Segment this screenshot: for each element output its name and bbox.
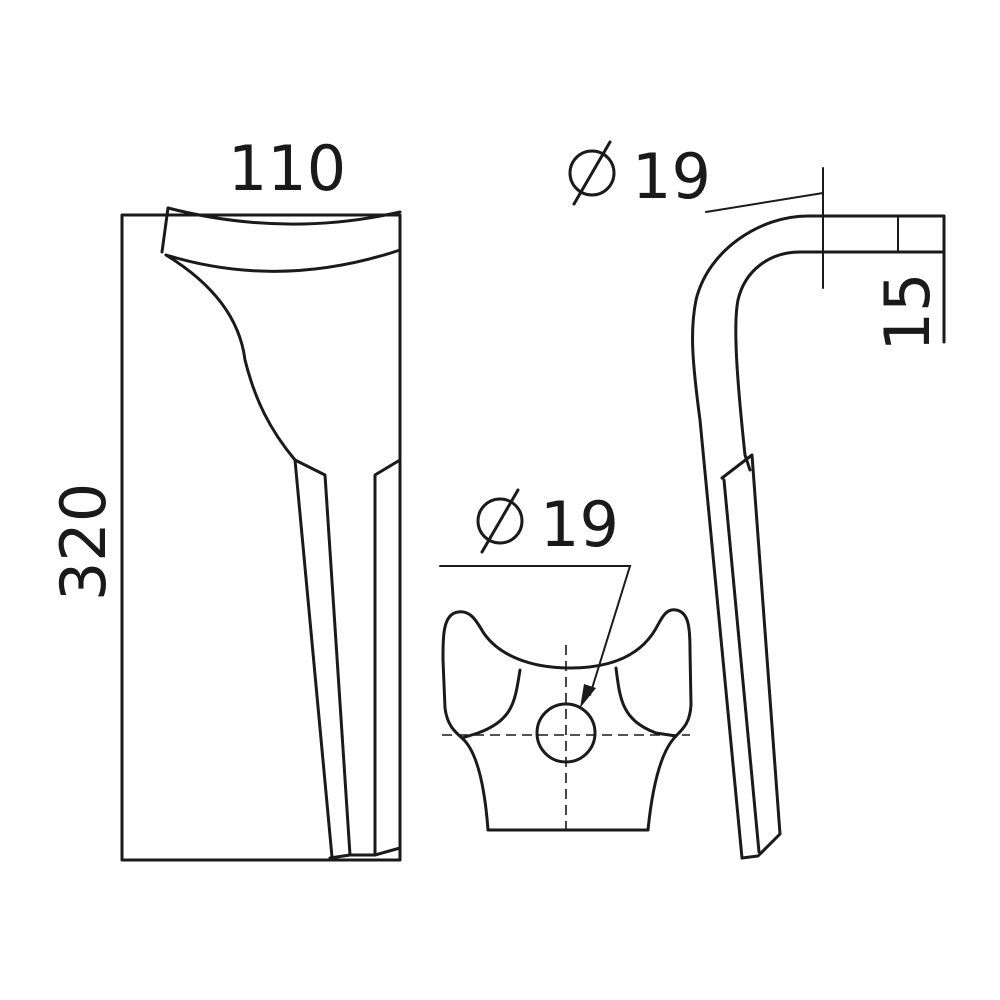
top-edge-upper bbox=[166, 206, 402, 226]
top-edge-lower bbox=[164, 248, 402, 273]
side-diameter-leader bbox=[705, 192, 824, 213]
side-blade-inner bbox=[722, 478, 761, 854]
width-dimension: 110 bbox=[228, 132, 346, 205]
side-outer-profile bbox=[691, 214, 946, 860]
blade-inner-left bbox=[293, 458, 334, 859]
end-view-outline bbox=[441, 608, 693, 832]
side-blade-bevel bbox=[720, 453, 782, 860]
height-dimension: 320 bbox=[47, 483, 120, 601]
offset-dimension: 15 bbox=[871, 273, 944, 352]
blade-left-profile bbox=[164, 253, 352, 860]
end-view: 19 bbox=[439, 488, 693, 832]
blade-right-profile bbox=[373, 458, 402, 857]
hole-diameter-front: 19 bbox=[540, 488, 619, 561]
front-view: 110 320 bbox=[47, 132, 402, 862]
diameter-symbol bbox=[476, 488, 524, 554]
top-left-end bbox=[160, 206, 170, 254]
leader-arrowhead bbox=[580, 684, 596, 708]
diameter-symbol bbox=[568, 140, 616, 206]
side-view: 19 15 bbox=[568, 140, 946, 860]
hole-diameter-top: 19 bbox=[632, 140, 711, 213]
end-view-inner-left bbox=[460, 668, 522, 740]
bounding-rectangle bbox=[120, 213, 402, 862]
hole-leader-line bbox=[439, 565, 632, 696]
side-inner-profile bbox=[734, 250, 946, 472]
end-view-inner-right bbox=[614, 666, 678, 738]
